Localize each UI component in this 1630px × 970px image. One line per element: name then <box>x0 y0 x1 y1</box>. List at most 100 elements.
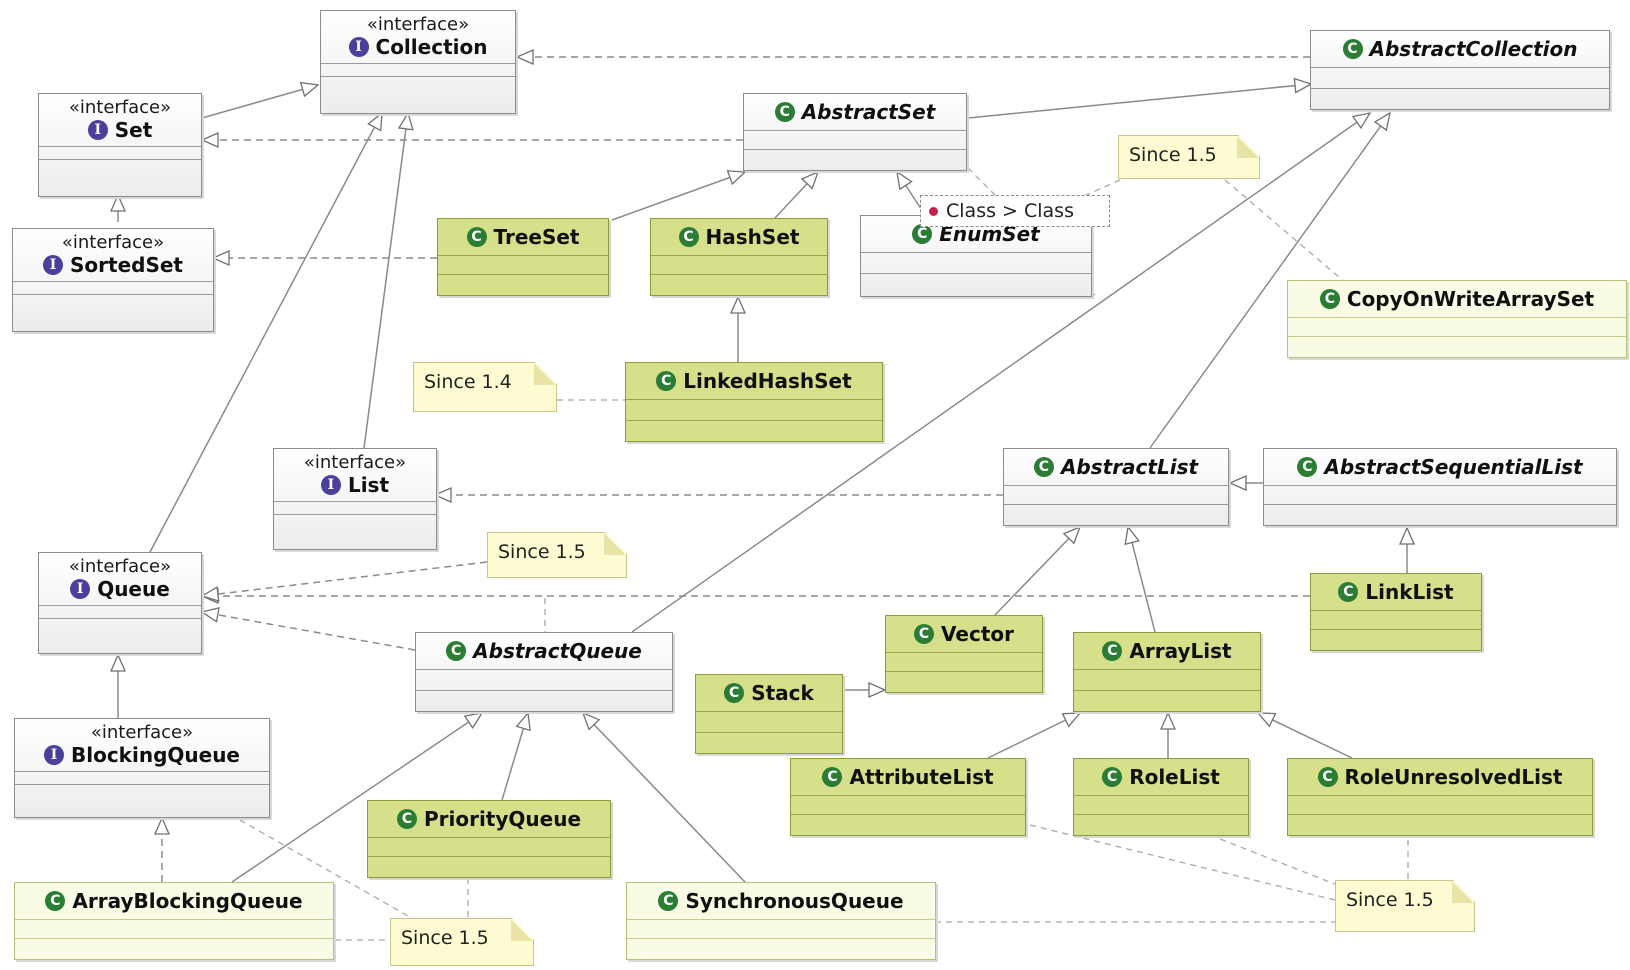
interface-sortedset-name: SortedSet <box>70 253 183 277</box>
class-linkedhashset[interactable]: C LinkedHashSet <box>625 362 883 442</box>
since-note-1: Since 1.5 <box>1118 135 1260 179</box>
stereotype-label: «interface» <box>303 452 407 473</box>
class-arrayblockingqueue[interactable]: C ArrayBlockingQueue <box>14 882 334 960</box>
class-icon: C <box>822 767 843 787</box>
since-note-5: Since 1.5 <box>1335 880 1475 932</box>
class-hashset-name: HashSet <box>705 225 800 249</box>
class-abstractlist[interactable]: C AbstractList <box>1003 448 1229 526</box>
stereotype-label: «interface» <box>68 556 172 577</box>
interface-icon: I <box>87 120 108 140</box>
class-abstractqueue[interactable]: C AbstractQueue <box>415 632 673 712</box>
class-abstractsequentiallist-name: AbstractSequentialList <box>1324 455 1583 479</box>
edge-arraylist-abstractlist <box>1128 527 1156 633</box>
anchor-note5-attributelist <box>1029 824 1336 901</box>
since-note-2-text: Since 1.4 <box>424 371 512 393</box>
class-icon: C <box>774 102 795 122</box>
interface-list-name: List <box>347 473 390 497</box>
edge-abstractset-abstractcollection <box>967 84 1311 119</box>
edge-list-collection <box>363 113 408 449</box>
interface-icon: I <box>320 475 341 495</box>
since-note-5-text: Since 1.5 <box>1346 889 1434 911</box>
class-icon: C <box>1317 767 1338 787</box>
edge-set-collection <box>201 85 318 119</box>
class-icon: C <box>678 227 699 247</box>
since-note-3: Since 1.5 <box>487 532 627 578</box>
class-hashset[interactable]: C HashSet <box>650 218 828 296</box>
interface-blockingqueue-name: BlockingQueue <box>70 743 240 767</box>
class-icon: C <box>914 624 935 644</box>
class-rolelist-name: RoleList <box>1129 765 1220 789</box>
edge-treeset-abstractset <box>611 172 745 221</box>
class-linklist[interactable]: C LinkList <box>1310 573 1482 651</box>
class-icon: C <box>724 683 745 703</box>
class-abstractcollection-name: AbstractCollection <box>1369 37 1578 61</box>
class-abstractset-name: AbstractSet <box>801 100 936 124</box>
stereotype-label: «interface» <box>366 14 470 35</box>
class-icon: C <box>396 809 417 829</box>
interface-collection-name: Collection <box>375 35 488 59</box>
since-note-4-text: Since 1.5 <box>401 927 489 949</box>
edge-roleunresolvedlist-arraylist <box>1258 713 1353 759</box>
interface-collection[interactable]: «interface» I Collection <box>320 10 516 114</box>
interface-list[interactable]: «interface» I List <box>273 448 437 550</box>
class-icon: C <box>1033 457 1054 477</box>
stereotype-label: «interface» <box>90 722 194 743</box>
since-note-4: Since 1.5 <box>390 918 534 966</box>
class-icon: C <box>1342 39 1363 59</box>
interface-queue[interactable]: «interface» I Queue <box>38 552 202 654</box>
class-priorityqueue[interactable]: C PriorityQueue <box>367 800 611 878</box>
class-linkedhashset-name: LinkedHashSet <box>683 369 852 393</box>
interface-icon: I <box>348 37 369 57</box>
class-icon: C <box>1102 767 1123 787</box>
class-attributelist[interactable]: C AttributeList <box>790 758 1026 836</box>
parameter-dot-icon <box>929 206 938 216</box>
interface-icon: I <box>43 745 64 765</box>
class-vector-name: Vector <box>941 622 1014 646</box>
interface-blockingqueue[interactable]: «interface» I BlockingQueue <box>14 718 270 818</box>
class-linklist-name: LinkList <box>1365 580 1454 604</box>
class-synchronousqueue-name: SynchronousQueue <box>685 889 904 913</box>
anchor-note5-rolelist <box>1209 834 1351 891</box>
class-vector[interactable]: C Vector <box>885 615 1043 693</box>
class-icon: C <box>656 371 677 391</box>
class-abstractset[interactable]: C AbstractSet <box>743 93 967 171</box>
class-icon: C <box>912 224 933 244</box>
edge-hashset-abstractset <box>774 172 818 219</box>
since-note-2: Since 1.4 <box>413 362 557 412</box>
edge-attributelist-arraylist <box>987 713 1080 759</box>
class-rolelist[interactable]: C RoleList <box>1073 758 1249 836</box>
interface-icon: I <box>70 579 91 599</box>
edge-vector-abstractlist <box>994 527 1080 616</box>
class-icon: C <box>1338 582 1359 602</box>
class-abstractlist-name: AbstractList <box>1060 455 1199 479</box>
class-abstractqueue-name: AbstractQueue <box>473 639 642 663</box>
class-treeset[interactable]: C TreeSet <box>437 218 609 296</box>
template-parameter-text: Class > Class <box>946 200 1074 222</box>
class-arraylist-name: ArrayList <box>1129 639 1232 663</box>
edge-priorityqueue-abstractqueue <box>501 713 528 801</box>
since-note-1-text: Since 1.5 <box>1129 144 1217 166</box>
edge-note-queue <box>202 561 488 596</box>
class-attributelist-name: AttributeList <box>849 765 994 789</box>
class-icon: C <box>45 891 66 911</box>
class-abstractsequentiallist[interactable]: C AbstractSequentialList <box>1263 448 1617 526</box>
since-note-3-text: Since 1.5 <box>498 541 586 563</box>
class-icon: C <box>466 227 487 247</box>
class-icon: C <box>1297 457 1318 477</box>
class-treeset-name: TreeSet <box>493 225 580 249</box>
interface-set-name: Set <box>114 118 153 142</box>
class-abstractcollection[interactable]: C AbstractCollection <box>1310 30 1610 110</box>
class-arrayblockingqueue-name: ArrayBlockingQueue <box>72 889 303 913</box>
class-priorityqueue-name: PriorityQueue <box>423 807 582 831</box>
class-icon: C <box>446 641 467 661</box>
interface-queue-name: Queue <box>97 577 170 601</box>
template-parameter-box: Class > Class <box>920 195 1110 227</box>
